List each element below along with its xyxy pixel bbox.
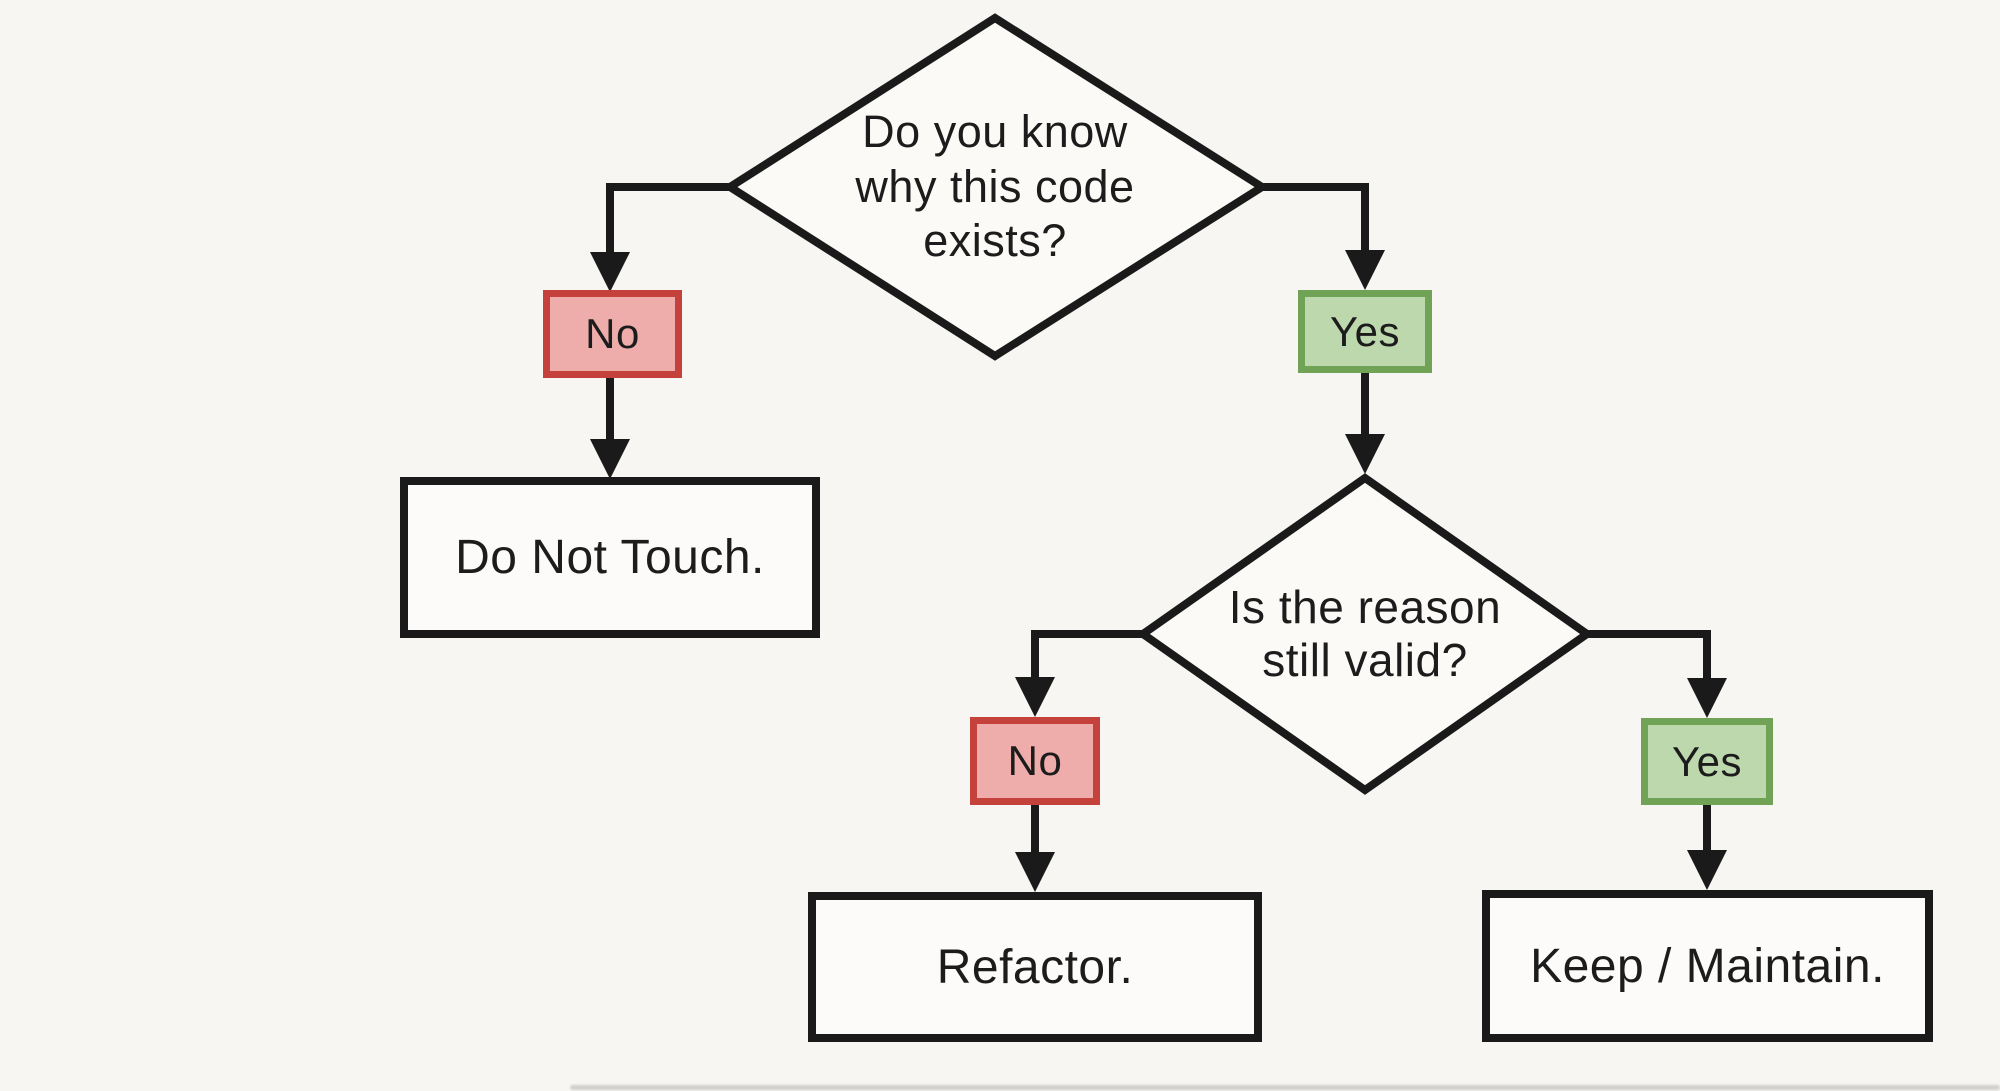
arrowhead-decision2-to-no <box>1015 677 1055 717</box>
edge-decision1-to-no <box>606 183 730 260</box>
arrowhead-decision1-to-no <box>590 252 630 292</box>
arrowhead-decision2-to-yes <box>1687 678 1727 718</box>
outcome-do-not-touch-box: Do Not Touch. <box>400 477 820 638</box>
arrowhead-no2-to-refactor <box>1015 852 1055 892</box>
branch-label-yes-1: Yes <box>1298 290 1432 373</box>
edge-decision2-to-no <box>1031 630 1143 685</box>
edge-decision2-to-yes <box>1587 630 1711 686</box>
arrowhead-yes1-to-decision2 <box>1345 434 1385 474</box>
decision-diamond-reason-valid-shape <box>1136 473 1594 795</box>
bottom-edge-artifact <box>570 1085 2000 1090</box>
outcome-refactor-box: Refactor. <box>808 892 1262 1042</box>
decision-diamond-code-exists-shape <box>722 13 1270 361</box>
branch-label-yes-2: Yes <box>1641 718 1773 805</box>
branch-label-no-1: No <box>543 290 682 378</box>
arrowhead-yes2-to-keep <box>1687 850 1727 890</box>
decision-reason-valid-label: Is the reason still valid? <box>1228 580 1502 686</box>
outcome-keep-maintain-box: Keep / Maintain. <box>1482 890 1933 1042</box>
branch-label-no-2: No <box>970 717 1100 805</box>
arrowhead-no1-to-do-not-touch <box>590 439 630 479</box>
edge-decision1-to-yes <box>1262 183 1369 258</box>
decision-code-exists-label: Do you know why this code exists? <box>855 105 1135 267</box>
arrowhead-decision1-to-yes <box>1345 250 1385 290</box>
